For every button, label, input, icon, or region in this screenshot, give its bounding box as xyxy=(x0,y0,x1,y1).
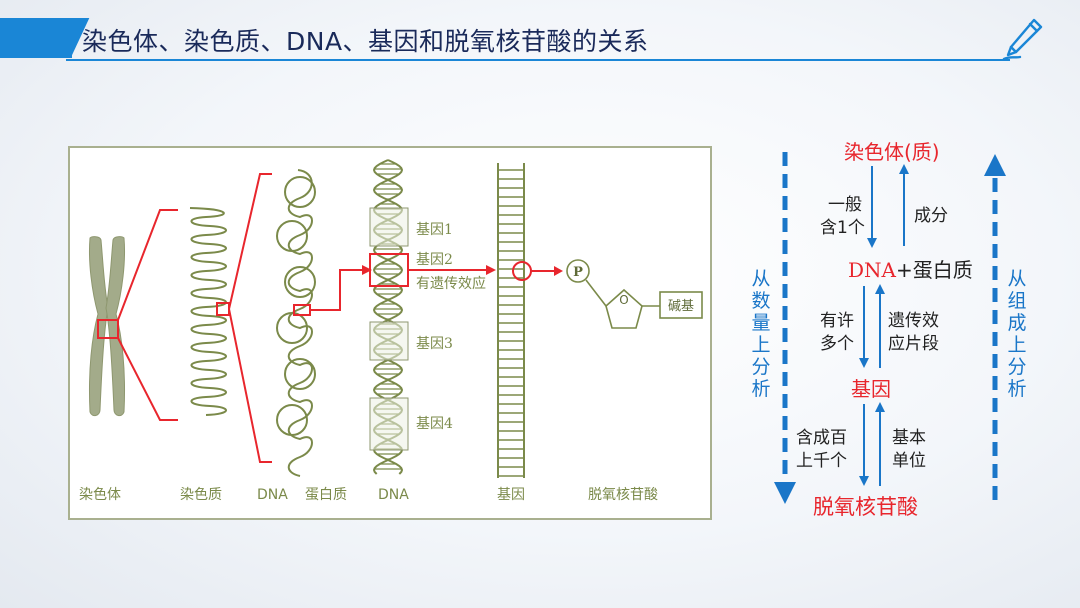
histone-bead xyxy=(276,220,308,252)
gene-boxes xyxy=(369,207,409,451)
label-chromatin: 染色质 xyxy=(180,486,222,503)
node-chromosome: 染色体(质) xyxy=(844,140,940,164)
gene3-label: 基因3 xyxy=(416,335,453,352)
label-dna-1: DNA xyxy=(257,487,288,503)
page-title: 染色体、染色质、DNA、基因和脱氧核苷酸的关系 xyxy=(82,27,649,56)
pen-icon xyxy=(1002,18,1043,61)
gene2-label: 基因2 xyxy=(416,251,453,268)
gene-ladder-drawing xyxy=(497,163,525,478)
label-nucleotide: 脱氧核苷酸 xyxy=(588,487,658,503)
edge-right1: 成分 xyxy=(914,206,948,226)
dna-protein-drawing xyxy=(276,169,316,477)
histone-bead xyxy=(276,312,308,344)
node-dna-protein: DNA+蛋白质 xyxy=(848,254,973,283)
label-chromosome: 染色体 xyxy=(79,486,121,503)
node-dna-text: DNA xyxy=(848,258,896,282)
side-label-composition: 从组成上分析 xyxy=(1007,268,1027,400)
label-gene: 基因 xyxy=(497,486,525,503)
expansion-bracket-1 xyxy=(117,209,178,421)
edge-left3-line2: 上千个 xyxy=(796,451,847,471)
edge-right3-line1: 基本 xyxy=(892,428,926,448)
histone-bead xyxy=(284,358,316,390)
base-label: 碱基 xyxy=(668,299,694,314)
ribose-o-label: O xyxy=(619,293,628,307)
dna-expansion-arrow xyxy=(310,269,362,311)
label-protein: 蛋白质 xyxy=(305,487,347,503)
gene1-label: 基因1 xyxy=(416,221,453,238)
node-protein-text: +蛋白质 xyxy=(895,258,973,282)
edge-right2-line1: 遗传效 xyxy=(888,311,939,331)
chromatin-drawing xyxy=(189,207,227,416)
edge-right2-line2: 应片段 xyxy=(888,334,939,354)
edge-left3-line1: 含成百 xyxy=(796,428,847,448)
histone-bead xyxy=(276,404,308,436)
edge-left1-line2: 含1个 xyxy=(820,218,865,238)
phosphate-label: P xyxy=(573,265,583,280)
chromosome-highlight-box xyxy=(97,319,119,339)
title-underline xyxy=(66,59,1010,61)
nucleotide-drawing xyxy=(566,259,703,329)
histone-bead xyxy=(284,266,316,298)
gene4-label: 基因4 xyxy=(416,415,453,432)
edge-left1-line1: 一般 xyxy=(828,195,862,215)
edge-left2-line1: 有许 xyxy=(820,311,854,331)
node-gene: 基因 xyxy=(851,377,891,401)
side-label-quantity: 从数量上分析 xyxy=(751,268,771,400)
label-dna-2: DNA xyxy=(378,487,409,503)
edge-right3-line2: 单位 xyxy=(892,451,926,471)
histone-bead xyxy=(284,176,316,208)
expansion-bracket-2 xyxy=(228,173,272,463)
edge-left2-line2: 多个 xyxy=(820,334,854,354)
node-nucleotide: 脱氧核苷酸 xyxy=(813,495,918,519)
genetic-effect-label: 有遗传效应 xyxy=(416,275,486,292)
